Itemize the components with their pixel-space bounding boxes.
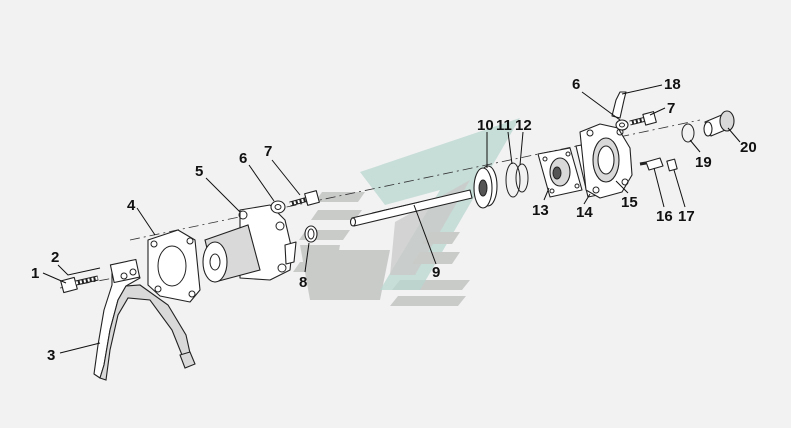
label-part-16: 16 [656, 208, 673, 225]
part-6-washer-left [270, 200, 286, 214]
label-part-14: 14 [576, 204, 593, 221]
part-12-o-ring [515, 163, 529, 193]
label-part-18: 18 [664, 76, 681, 93]
part-9-shaft [349, 189, 473, 227]
label-part-8: 8 [299, 274, 307, 291]
part-7-bolt-left [289, 190, 320, 207]
leader-lines [42, 84, 741, 354]
label-part-6-right: 6 [572, 76, 580, 93]
part-13-flange [537, 147, 583, 198]
part-10-gear [473, 165, 498, 209]
part-8-o-ring [304, 225, 318, 243]
label-part-4: 4 [127, 197, 136, 214]
label-part-12: 12 [515, 117, 532, 134]
part-18-vent [611, 91, 627, 119]
part-7-bolt-right [629, 111, 657, 126]
label-part-10: 10 [477, 117, 494, 134]
label-part-13: 13 [532, 202, 549, 219]
part-15-cover [579, 123, 633, 199]
label-part-9: 9 [432, 264, 440, 281]
part-3-shift-fork [93, 258, 196, 381]
label-part-20: 20 [740, 139, 757, 156]
assembly-axis-left [59, 274, 131, 289]
label-part-11: 11 [496, 117, 512, 134]
label-part-3: 3 [47, 347, 55, 364]
part-17-fitting [666, 158, 678, 172]
part-20-sensor [703, 110, 735, 137]
part-1-bolt [60, 275, 99, 294]
part-11-ring [505, 162, 521, 198]
label-part-7-right: 7 [667, 100, 675, 117]
label-part-7-left: 7 [264, 143, 272, 160]
part-16-fitting [639, 157, 664, 171]
label-part-6-left: 6 [239, 150, 247, 167]
label-part-19: 19 [695, 154, 712, 171]
label-part-17: 17 [678, 208, 695, 225]
part-4-gasket [147, 229, 201, 303]
part-19-ring [681, 123, 695, 143]
part-5-housing [202, 204, 297, 283]
part-labels: 1 2 3 4 5 6 7 8 9 10 11 12 13 14 15 16 1… [31, 76, 757, 364]
part-6-washer-right [615, 119, 629, 131]
label-part-1: 1 [31, 265, 39, 282]
label-part-5: 5 [195, 163, 203, 180]
label-part-15: 15 [621, 194, 638, 211]
label-part-2: 2 [51, 249, 59, 266]
